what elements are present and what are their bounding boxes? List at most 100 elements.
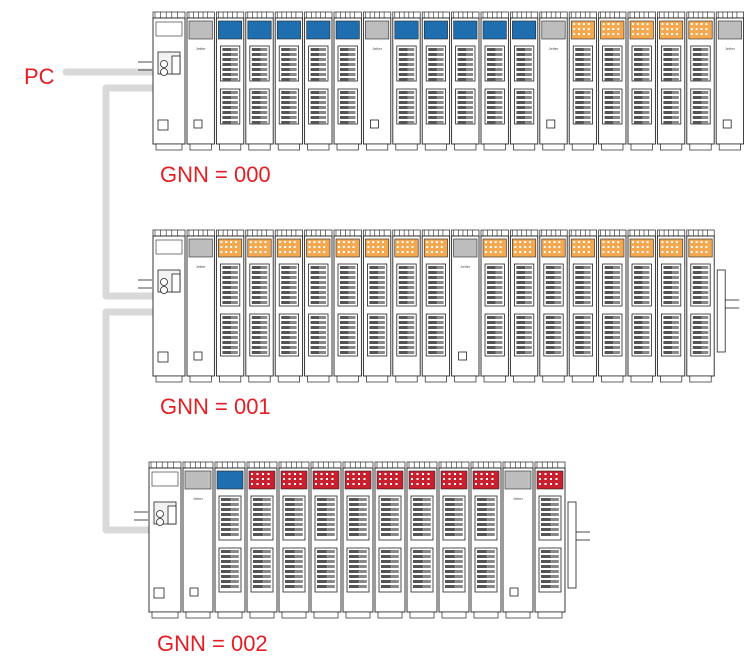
terminal-screw [319,48,326,51]
terminal-slot [693,116,702,119]
terminal-slot [693,316,702,319]
terminal-slot [458,106,467,109]
terminal-slot [369,281,378,284]
terminal-slot [445,565,455,568]
terminal-screw [407,121,414,124]
terminal-block [397,314,416,356]
terminal-slot [340,73,349,76]
led [676,33,678,35]
terminal-screw [423,518,431,521]
terminal-screw [260,53,267,56]
terminal-slot [222,286,231,289]
terminal-screw [231,580,239,583]
led [481,478,483,480]
terminal-slot [516,276,525,279]
terminal-slot [605,271,614,274]
terminal-block [367,314,386,356]
terminal-screw [584,58,591,61]
terminal-screw [391,518,399,521]
terminal-slot [381,575,391,578]
terminal-screw [260,106,267,109]
terminal-screw [496,78,503,81]
terminal-screw [349,53,356,56]
terminal-slot [487,78,496,81]
led [637,28,639,30]
led [364,473,366,475]
led [255,251,257,253]
terminal-screw [349,351,356,354]
terminal-slot [222,326,231,329]
terminal-screw [613,301,620,304]
controller-sub-d [172,274,180,292]
led [367,251,369,253]
terminal-slot [605,116,614,119]
terminal-slot [311,346,320,349]
led [411,473,413,475]
terminal-slot [663,331,672,334]
led [454,473,456,475]
terminal-screw [672,96,679,99]
terminal-slot [634,58,643,61]
terminal-screw [643,276,650,279]
terminal-slot [605,58,614,61]
terminal-slot [605,266,614,269]
network-cables [66,72,166,530]
led [701,23,703,25]
terminal-screw [437,316,444,319]
module-foot [308,144,329,150]
terminal-screw [437,53,444,56]
module-foot [543,144,564,150]
terminal-slot [340,346,349,349]
module-foot [366,376,387,382]
module-top-strip [375,462,405,468]
controller-display [152,472,178,486]
terminal-slot [399,53,408,56]
led [411,478,413,480]
terminal-slot [253,570,263,573]
led [573,251,575,253]
terminal-slot [369,336,378,339]
terminal-screw [672,296,679,299]
terminal-screw [643,281,650,284]
io-module [569,12,596,150]
led [268,478,270,480]
terminal-slot [546,281,555,284]
module-foot [186,612,210,618]
terminal-slot [428,48,437,51]
terminal-slot [428,296,437,299]
terminal-screw [643,53,650,56]
terminal-slot [546,341,555,344]
led [289,246,291,248]
terminal-screw [295,565,303,568]
led [556,483,558,485]
terminal-slot [516,121,525,124]
terminal-slot [252,116,261,119]
terminal-screw [260,341,267,344]
terminal-slot [477,570,487,573]
led [588,33,590,35]
module-foot [455,376,476,382]
terminal-slot [516,341,525,344]
module-color-label [454,21,477,39]
terminal-screw [584,63,591,66]
led [309,246,311,248]
led [348,246,350,248]
module-top-strip [246,12,273,18]
led [617,241,619,243]
terminal-screw [554,326,561,329]
led [637,241,639,243]
terminal-screw [349,96,356,99]
terminal-screw [231,116,238,119]
terminal-screw [643,266,650,269]
terminal-screw [584,316,591,319]
led [411,251,413,253]
module-color-label [395,21,418,39]
terminal-slot [311,63,320,66]
terminal-slot [663,96,672,99]
terminal-screw [455,560,463,563]
led [289,241,291,243]
terminal-slot [575,276,584,279]
module-foot [218,612,242,618]
terminal-slot [693,58,702,61]
terminal-screw [487,523,495,526]
